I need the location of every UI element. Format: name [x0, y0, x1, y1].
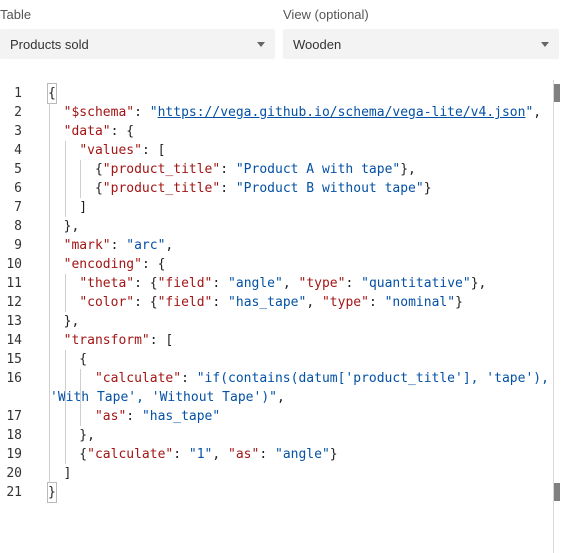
code-line: 21} [0, 482, 556, 503]
code-text: {"product_title": "Product A with tape"}… [48, 162, 416, 177]
code-text: "transform": [ [63, 333, 174, 348]
code-line: 4 "values": [ [0, 141, 556, 160]
code-line: 6 {"product_title": "Product B without t… [0, 179, 556, 198]
indent-guide [64, 274, 66, 312]
code-line: 5 {"product_title": "Product A with tape… [0, 160, 556, 179]
line-number: 9 [14, 238, 22, 253]
code-line: 3 "data": { [0, 122, 556, 141]
code-line: 13 }, [0, 312, 556, 331]
code-line: 8 }, [0, 217, 556, 236]
line-number: 2 [14, 105, 22, 120]
chevron-down-icon [257, 41, 265, 47]
code-text: "calculate": "if(contains(datum['product… [94, 371, 549, 386]
code-line: 9 "mark": "arc", [0, 236, 556, 255]
code-text: {"calculate": "1", "as": "angle"} [48, 447, 338, 462]
line-number: 20 [6, 466, 22, 481]
code-text: {"product_title": "Product B without tap… [48, 181, 432, 196]
line-number: 11 [6, 276, 22, 291]
view-select[interactable]: Wooden [283, 29, 559, 59]
code-text: "values": [ [79, 143, 166, 158]
line-number: 18 [6, 428, 22, 443]
chevron-down-icon [541, 41, 549, 47]
code-editor[interactable]: 1{2 "$schema": "https://vega.github.io/s… [0, 80, 576, 553]
indent-guide [64, 141, 66, 217]
table-label: Table [0, 7, 32, 22]
code-text: "mark": "arc", [63, 238, 174, 253]
code-text: }, [48, 428, 95, 443]
code-line: 'With Tape', 'Without Tape')", [0, 388, 556, 407]
line-number: 12 [6, 295, 22, 310]
code-line: 7 ] [0, 198, 556, 217]
scrollbar-thumb-bottom[interactable] [554, 483, 560, 501]
line-number: 1 [14, 86, 22, 101]
line-number: 19 [6, 447, 22, 462]
code-text: { [47, 83, 57, 104]
indent-guide [80, 369, 82, 426]
indent-guide [80, 160, 82, 198]
scrollbar-thumb-top[interactable] [554, 84, 560, 102]
line-number: 4 [14, 143, 22, 158]
code-line: 1{ [0, 83, 556, 104]
code-line: 15 { [0, 350, 556, 369]
table-select[interactable]: Products sold [0, 29, 275, 59]
code-text: }, [48, 219, 80, 234]
code-line: 18 }, [0, 426, 556, 445]
line-number: 6 [14, 181, 22, 196]
line-number: 10 [6, 257, 22, 272]
line-number: 15 [6, 352, 22, 367]
code-line: 16 "calculate": "if(contains(datum['prod… [0, 369, 556, 388]
line-number: 14 [6, 333, 22, 348]
code-line: 10 "encoding": { [0, 255, 556, 274]
code-line: 11 "theta": {"field": "angle", "type": "… [0, 274, 556, 293]
view-label: View (optional) [283, 7, 369, 22]
code-text: "color": {"field": "has_tape", "type": "… [79, 295, 463, 310]
code-text: }, [48, 314, 80, 329]
line-number: 7 [14, 200, 22, 215]
code-text: ] [48, 200, 88, 215]
code-text: "encoding": { [63, 257, 166, 272]
view-select-value: Wooden [293, 36, 342, 52]
code-text: ] [48, 466, 72, 481]
indent-guide [49, 103, 50, 483]
line-number: 16 [6, 371, 22, 386]
code-line: 17 "as": "has_tape" [0, 407, 556, 426]
line-number: 3 [14, 124, 22, 139]
code-text: } [47, 482, 57, 503]
line-number: 8 [14, 219, 22, 234]
editor-scrollbar[interactable] [553, 80, 554, 553]
line-number: 17 [6, 409, 22, 424]
code-line: 14 "transform": [ [0, 331, 556, 350]
code-text: "theta": {"field": "angle", "type": "qua… [79, 276, 487, 291]
code-text: "$schema": "https://vega.github.io/schem… [63, 105, 542, 120]
indent-guide [64, 350, 66, 464]
line-number: 5 [14, 162, 22, 177]
line-number: 13 [6, 314, 22, 329]
code-line: 2 "$schema": "https://vega.github.io/sch… [0, 103, 556, 122]
code-text: 'With Tape', 'Without Tape')", [50, 390, 285, 405]
line-number: 21 [6, 485, 22, 500]
code-text: "data": { [63, 124, 135, 139]
code-line: 20 ] [0, 464, 556, 483]
code-text: "as": "has_tape" [94, 409, 221, 424]
code-line: 12 "color": {"field": "has_tape", "type"… [0, 293, 556, 312]
code-line: 19 {"calculate": "1", "as": "angle"} [0, 445, 556, 464]
code-text: { [48, 352, 88, 367]
table-select-value: Products sold [10, 36, 89, 52]
